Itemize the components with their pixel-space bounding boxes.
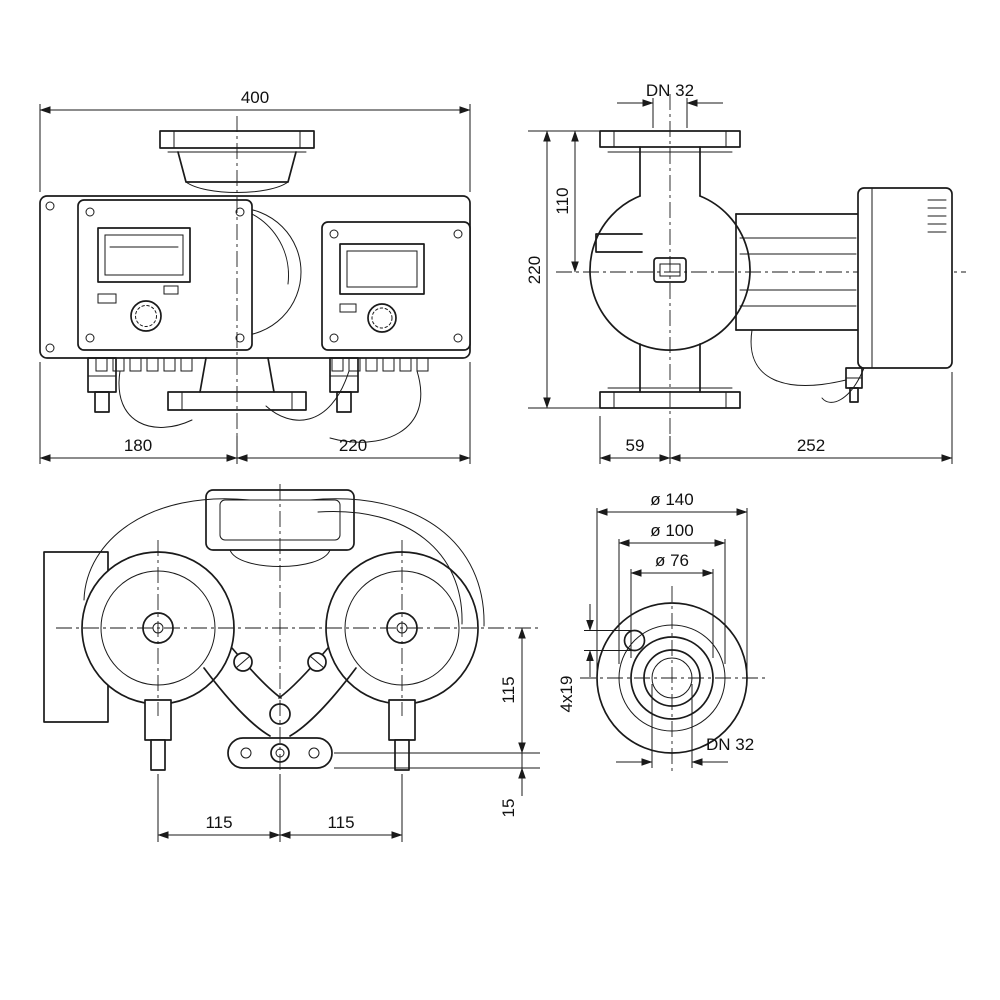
front-view: 400 180 220 <box>39 88 471 464</box>
vent-stub <box>595 233 643 253</box>
side-motor <box>735 187 953 369</box>
side-volute <box>589 195 751 352</box>
dim-top-left-span: 115 <box>205 813 232 832</box>
button-icon <box>339 303 357 313</box>
screw-icon <box>329 229 339 239</box>
cable <box>750 329 847 386</box>
flange-face-circle <box>630 636 714 720</box>
nameplate <box>653 257 687 283</box>
flange-view: ø 140 ø 100 ø 76 4x19 DN 32 <box>557 490 766 774</box>
cable <box>821 367 865 403</box>
side-bottom-flange <box>599 391 741 409</box>
dim-side-depth-front: 59 <box>626 436 645 455</box>
front-right-module <box>321 221 471 351</box>
dim-side-depth-rear: 252 <box>797 436 825 455</box>
side-view: DN 32 110 220 59 252 <box>525 81 966 464</box>
cable-glands <box>95 357 429 372</box>
flange-view-dimensions: ø 140 ø 100 ø 76 4x19 DN 32 <box>557 490 754 768</box>
screw-icon <box>235 207 245 217</box>
dim-flange-outer-diameter: ø 140 <box>650 490 693 509</box>
dim-top-port-offset: 15 <box>499 799 518 818</box>
dim-front-right-width: 220 <box>339 436 367 455</box>
cable <box>118 370 193 428</box>
front-view-dimensions: 400 180 220 <box>39 88 471 464</box>
side-view-object <box>556 94 966 436</box>
screw-icon <box>453 333 463 343</box>
front-view-object <box>39 116 471 443</box>
side-view-dimensions: DN 32 110 220 59 252 <box>525 81 953 464</box>
flange-view-object <box>580 586 766 774</box>
dim-flange-bolt-circle: ø 100 <box>650 521 693 540</box>
cable <box>309 498 485 627</box>
button-icon <box>97 293 117 304</box>
screw-icon <box>45 201 55 211</box>
dim-flange-face-diameter: ø 76 <box>655 551 689 570</box>
control-knob-icon <box>367 303 397 333</box>
dim-side-flange-to-axis: 110 <box>553 187 572 214</box>
cable <box>265 370 350 421</box>
dim-side-total-height: 220 <box>525 256 544 284</box>
dim-front-total-width: 400 <box>241 88 269 107</box>
dim-flange-dn: DN 32 <box>706 735 754 754</box>
dim-front-left-width: 180 <box>124 436 152 455</box>
top-view: 115 115 115 15 <box>43 484 540 842</box>
side-top-flange <box>599 130 741 148</box>
screw-icon <box>235 333 245 343</box>
screw-icon <box>329 333 339 343</box>
dim-flange-bolt-holes: 4x19 <box>557 676 576 713</box>
control-knob-icon <box>130 300 162 332</box>
dim-side-dn: DN 32 <box>646 81 694 100</box>
side-electronics-box <box>857 187 953 369</box>
dim-top-right-span: 115 <box>327 813 354 832</box>
display-screen <box>339 243 425 295</box>
screw-icon <box>453 229 463 239</box>
cable <box>329 370 422 443</box>
dim-top-axis-to-port: 115 <box>499 676 518 703</box>
cable <box>83 498 251 601</box>
button-icon <box>163 285 179 295</box>
cable <box>317 510 463 625</box>
screw-icon <box>45 343 55 353</box>
top-view-object <box>43 484 540 802</box>
screw-icon <box>85 333 95 343</box>
bolt-hole <box>623 629 646 652</box>
screw-icon <box>85 207 95 217</box>
front-left-module <box>77 199 253 351</box>
top-view-dimensions: 115 115 115 15 <box>157 627 540 842</box>
display-screen <box>97 227 191 283</box>
